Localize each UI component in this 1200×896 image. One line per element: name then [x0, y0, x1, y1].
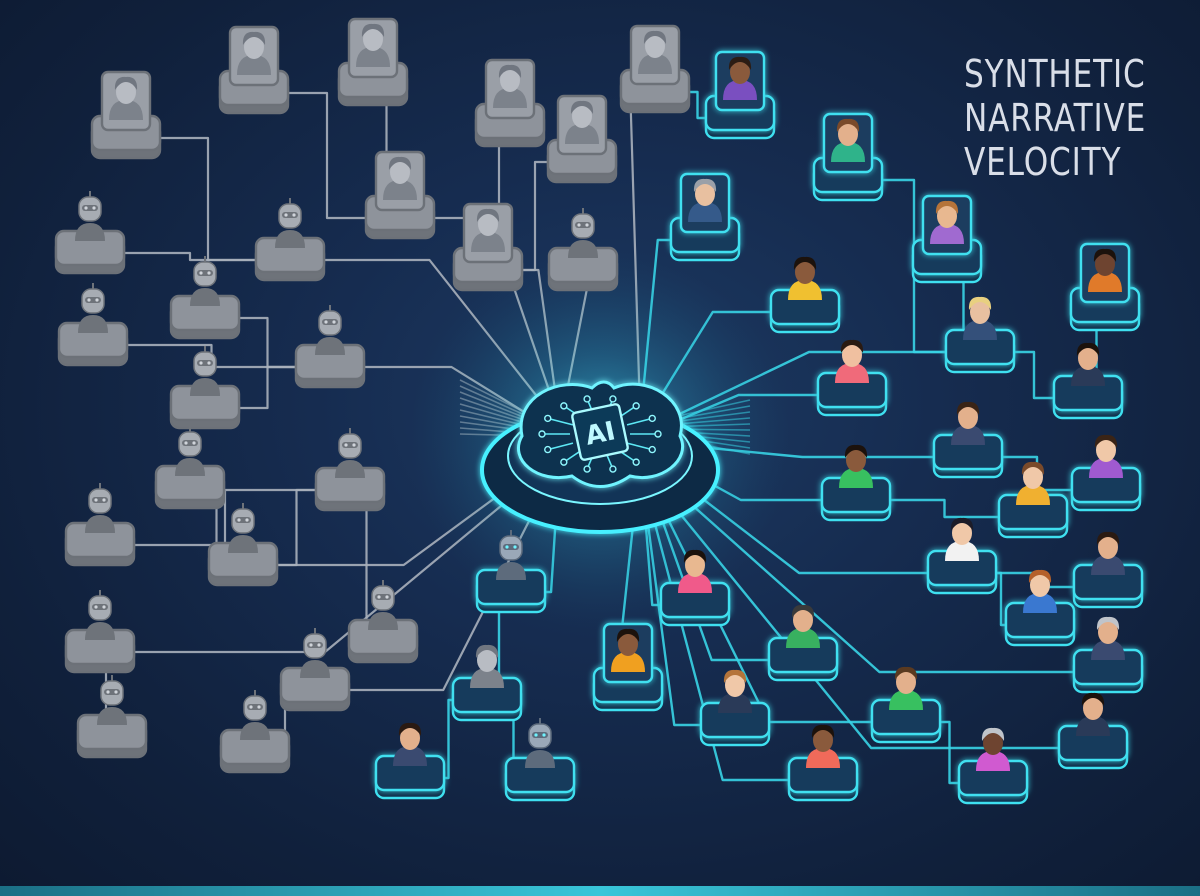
- profile-node: [926, 517, 998, 595]
- profile-node: [451, 644, 523, 722]
- title-line-1: SYNTHETIC: [963, 52, 1146, 96]
- robot-node: [314, 428, 386, 512]
- profile-node: [1004, 569, 1076, 647]
- profile-node: [374, 722, 446, 800]
- robot-node: [475, 530, 547, 614]
- profile-node: [997, 461, 1069, 539]
- bottom-accent-bar: [0, 886, 1200, 896]
- hub-layer: AI: [410, 250, 790, 630]
- robot-node: [64, 590, 136, 674]
- profile-node: [1052, 342, 1124, 420]
- ai-chip: AI: [571, 403, 629, 461]
- nodes-layer: [54, 17, 1144, 805]
- link-b2-b8: [252, 91, 402, 220]
- profile-node: [337, 17, 409, 107]
- robot-node: [169, 256, 241, 340]
- profile-node: [932, 401, 1004, 479]
- robot-node: [279, 628, 351, 712]
- profile-node: [218, 25, 290, 115]
- profile-node: [659, 549, 731, 627]
- robot-node: [347, 580, 419, 664]
- profile-node: [767, 604, 839, 682]
- robot-node: [54, 191, 126, 275]
- robot-node: [207, 503, 279, 587]
- profile-node: [619, 24, 691, 114]
- robot-node: [254, 198, 326, 282]
- robot-node: [76, 675, 148, 759]
- profile-node: [592, 622, 664, 712]
- link-b19-b17: [98, 488, 352, 547]
- robot-node: [547, 208, 619, 292]
- profile-node: [816, 339, 888, 417]
- title-line-2: NARRATIVE: [963, 96, 1146, 140]
- profile-node: [870, 666, 942, 744]
- robot-node: [154, 426, 226, 510]
- profile-node: [699, 669, 771, 747]
- profile-node: [1070, 434, 1142, 512]
- profile-node: [911, 194, 983, 284]
- profile-node: [452, 202, 524, 292]
- link-h13-h12: [854, 498, 1035, 519]
- profile-node: [820, 444, 892, 522]
- profile-node: [1072, 616, 1144, 694]
- profile-node: [364, 150, 436, 240]
- hub-label: AI: [583, 416, 618, 452]
- profile-node: [1069, 242, 1141, 332]
- profile-node: [787, 724, 859, 802]
- profile-node: [90, 70, 162, 160]
- profile-node: [546, 94, 618, 184]
- link-b11-b7: [88, 251, 292, 262]
- robot-node: [169, 346, 241, 430]
- robot-node: [504, 718, 576, 802]
- profile-node: [944, 296, 1016, 374]
- robot-node: [219, 690, 291, 774]
- profile-node: [474, 58, 546, 148]
- robot-node: [57, 283, 129, 367]
- profile-node: [1072, 531, 1144, 609]
- profile-node: [812, 112, 884, 202]
- robot-node: [64, 483, 136, 567]
- profile-node: [1057, 692, 1129, 770]
- profile-node: [669, 172, 741, 262]
- diagram-title: SYNTHETIC NARRATIVE VELOCITY: [964, 52, 1146, 184]
- profile-node: [769, 256, 841, 334]
- profile-node: [704, 50, 776, 140]
- profile-node: [957, 727, 1029, 805]
- robot-node: [294, 305, 366, 389]
- title-line-3: VELOCITY: [963, 140, 1122, 184]
